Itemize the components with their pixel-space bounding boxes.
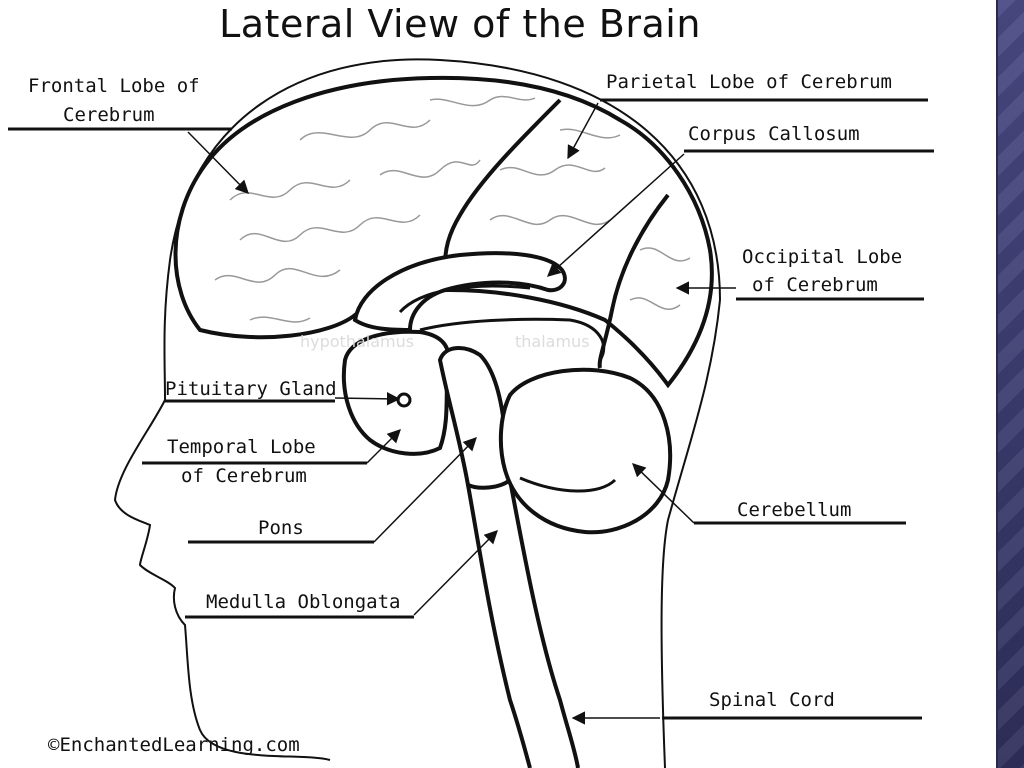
medulla-and-spinal-cord [466, 479, 580, 768]
corpus-inner [398, 284, 531, 314]
label-pituitary-gland: Pituitary Gland [165, 378, 337, 400]
neck-outline [660, 299, 721, 768]
label-occipital-lobe-line2: of Cerebrum [752, 274, 878, 296]
label-temporal-lobe-line1: Temporal Lobe [167, 436, 316, 458]
head-outline [113, 58, 721, 761]
copyright-notice: ©EnchantedLearning.com [48, 734, 300, 756]
slide: Lateral View of the Brain Frontal Lobe o… [0, 0, 998, 768]
label-parietal-lobe: Parietal Lobe of Cerebrum [606, 71, 892, 93]
pointer-arrows [187, 102, 736, 725]
thalamus-region [419, 317, 606, 361]
brain-diagram [8, 58, 934, 768]
pons-outline [437, 346, 513, 490]
cerebellum-outline [498, 367, 673, 535]
cerebrum-outline [173, 75, 714, 389]
label-frontal-lobe-line1: Frontal Lobe of [28, 75, 200, 97]
cerebellum-fold [519, 476, 617, 493]
label-temporal-lobe-line2: of Cerebrum [181, 465, 307, 487]
label-pons: Pons [258, 517, 304, 539]
label-occipital-lobe-line1: Occipital Lobe [742, 246, 903, 268]
label-cerebellum: Cerebellum [737, 499, 852, 521]
background-stripes [996, 0, 1024, 768]
diagram-title: Lateral View of the Brain [219, 2, 701, 46]
label-medulla-oblongata: Medulla Oblongata [206, 591, 401, 613]
pituitary-gland [396, 392, 412, 408]
label-corpus-callosum: Corpus Callosum [688, 123, 860, 145]
gyri-lines [214, 95, 691, 323]
label-spinal-cord: Spinal Cord [709, 689, 835, 711]
label-hypothalamus: hypothalamus [300, 332, 415, 351]
label-frontal-lobe-line2: Cerebrum [63, 104, 155, 126]
corpus-callosum [352, 251, 567, 333]
parietal-boundary [443, 98, 562, 266]
label-underlines [8, 98, 934, 720]
label-thalamus: thalamus [515, 332, 590, 351]
